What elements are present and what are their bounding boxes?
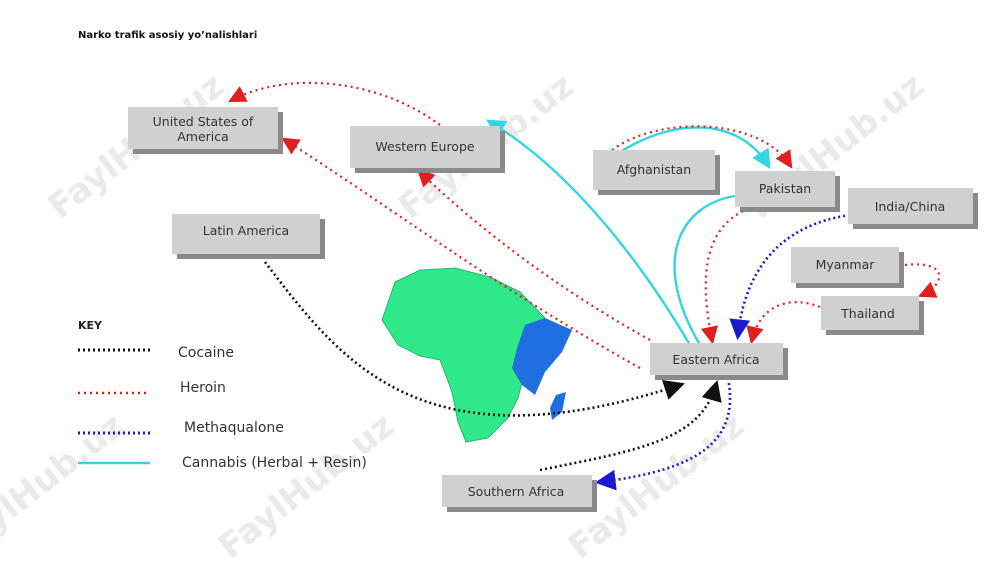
legend-label-cocaine: Cocaine [178, 345, 234, 361]
cocaine-route-line [539, 380, 722, 472]
page-title: Narko trafik asosiy yo’nalishlari [78, 30, 258, 41]
watermark-text: FaylHub.uz [0, 406, 132, 562]
heroin-route-line [904, 263, 941, 298]
node-western-europe: Western Europe [350, 126, 505, 173]
node-southern-africa: Southern Africa [442, 475, 597, 512]
cannabis-route-line [619, 126, 771, 170]
legend: KEY Cocaine Heroin Methaqualone Cannabis… [78, 319, 367, 471]
node-afghanistan: Afghanistan [593, 150, 720, 195]
node-thailand-label: Thailand [840, 306, 895, 321]
node-eastern-africa-label: Eastern Africa [672, 352, 759, 367]
heroin-route-line [746, 301, 821, 345]
node-india-china-label: India/China [875, 199, 946, 214]
node-afghanistan-label: Afghanistan [617, 162, 691, 177]
node-myanmar-label: Myanmar [816, 257, 876, 272]
methaqualone-route-line [594, 377, 732, 491]
node-thailand: Thailand [821, 296, 924, 335]
methaqualone-route-line [729, 213, 851, 341]
node-eastern-africa: Eastern Africa [650, 343, 788, 380]
cannabis-route-line [485, 119, 692, 346]
node-pakistan-label: Pakistan [759, 181, 811, 196]
cocaine-route-line [263, 261, 685, 417]
node-latin-america-label: Latin America [203, 223, 289, 238]
heroin-route-line [416, 168, 651, 341]
cannabis-route-line [673, 194, 736, 346]
east-africa-highlight [512, 318, 572, 395]
heroin-route-line [700, 203, 761, 345]
heroin-route-line [281, 137, 641, 369]
node-india-china: India/China [848, 188, 978, 229]
node-southern-africa-label: Southern Africa [468, 484, 564, 499]
node-myanmar: Myanmar [791, 247, 904, 288]
legend-label-methaqualone: Methaqualone [184, 420, 284, 436]
madagascar-island [550, 392, 566, 420]
africa-map [381, 267, 572, 443]
legend-label-heroin: Heroin [180, 380, 226, 396]
node-latin-america: Latin America [172, 214, 325, 259]
node-western-europe-label: Western Europe [375, 139, 475, 154]
node-pakistan: Pakistan [735, 171, 840, 212]
legend-label-cannabis: Cannabis (Herbal + Resin) [182, 455, 367, 471]
legend-heading: KEY [78, 319, 103, 332]
